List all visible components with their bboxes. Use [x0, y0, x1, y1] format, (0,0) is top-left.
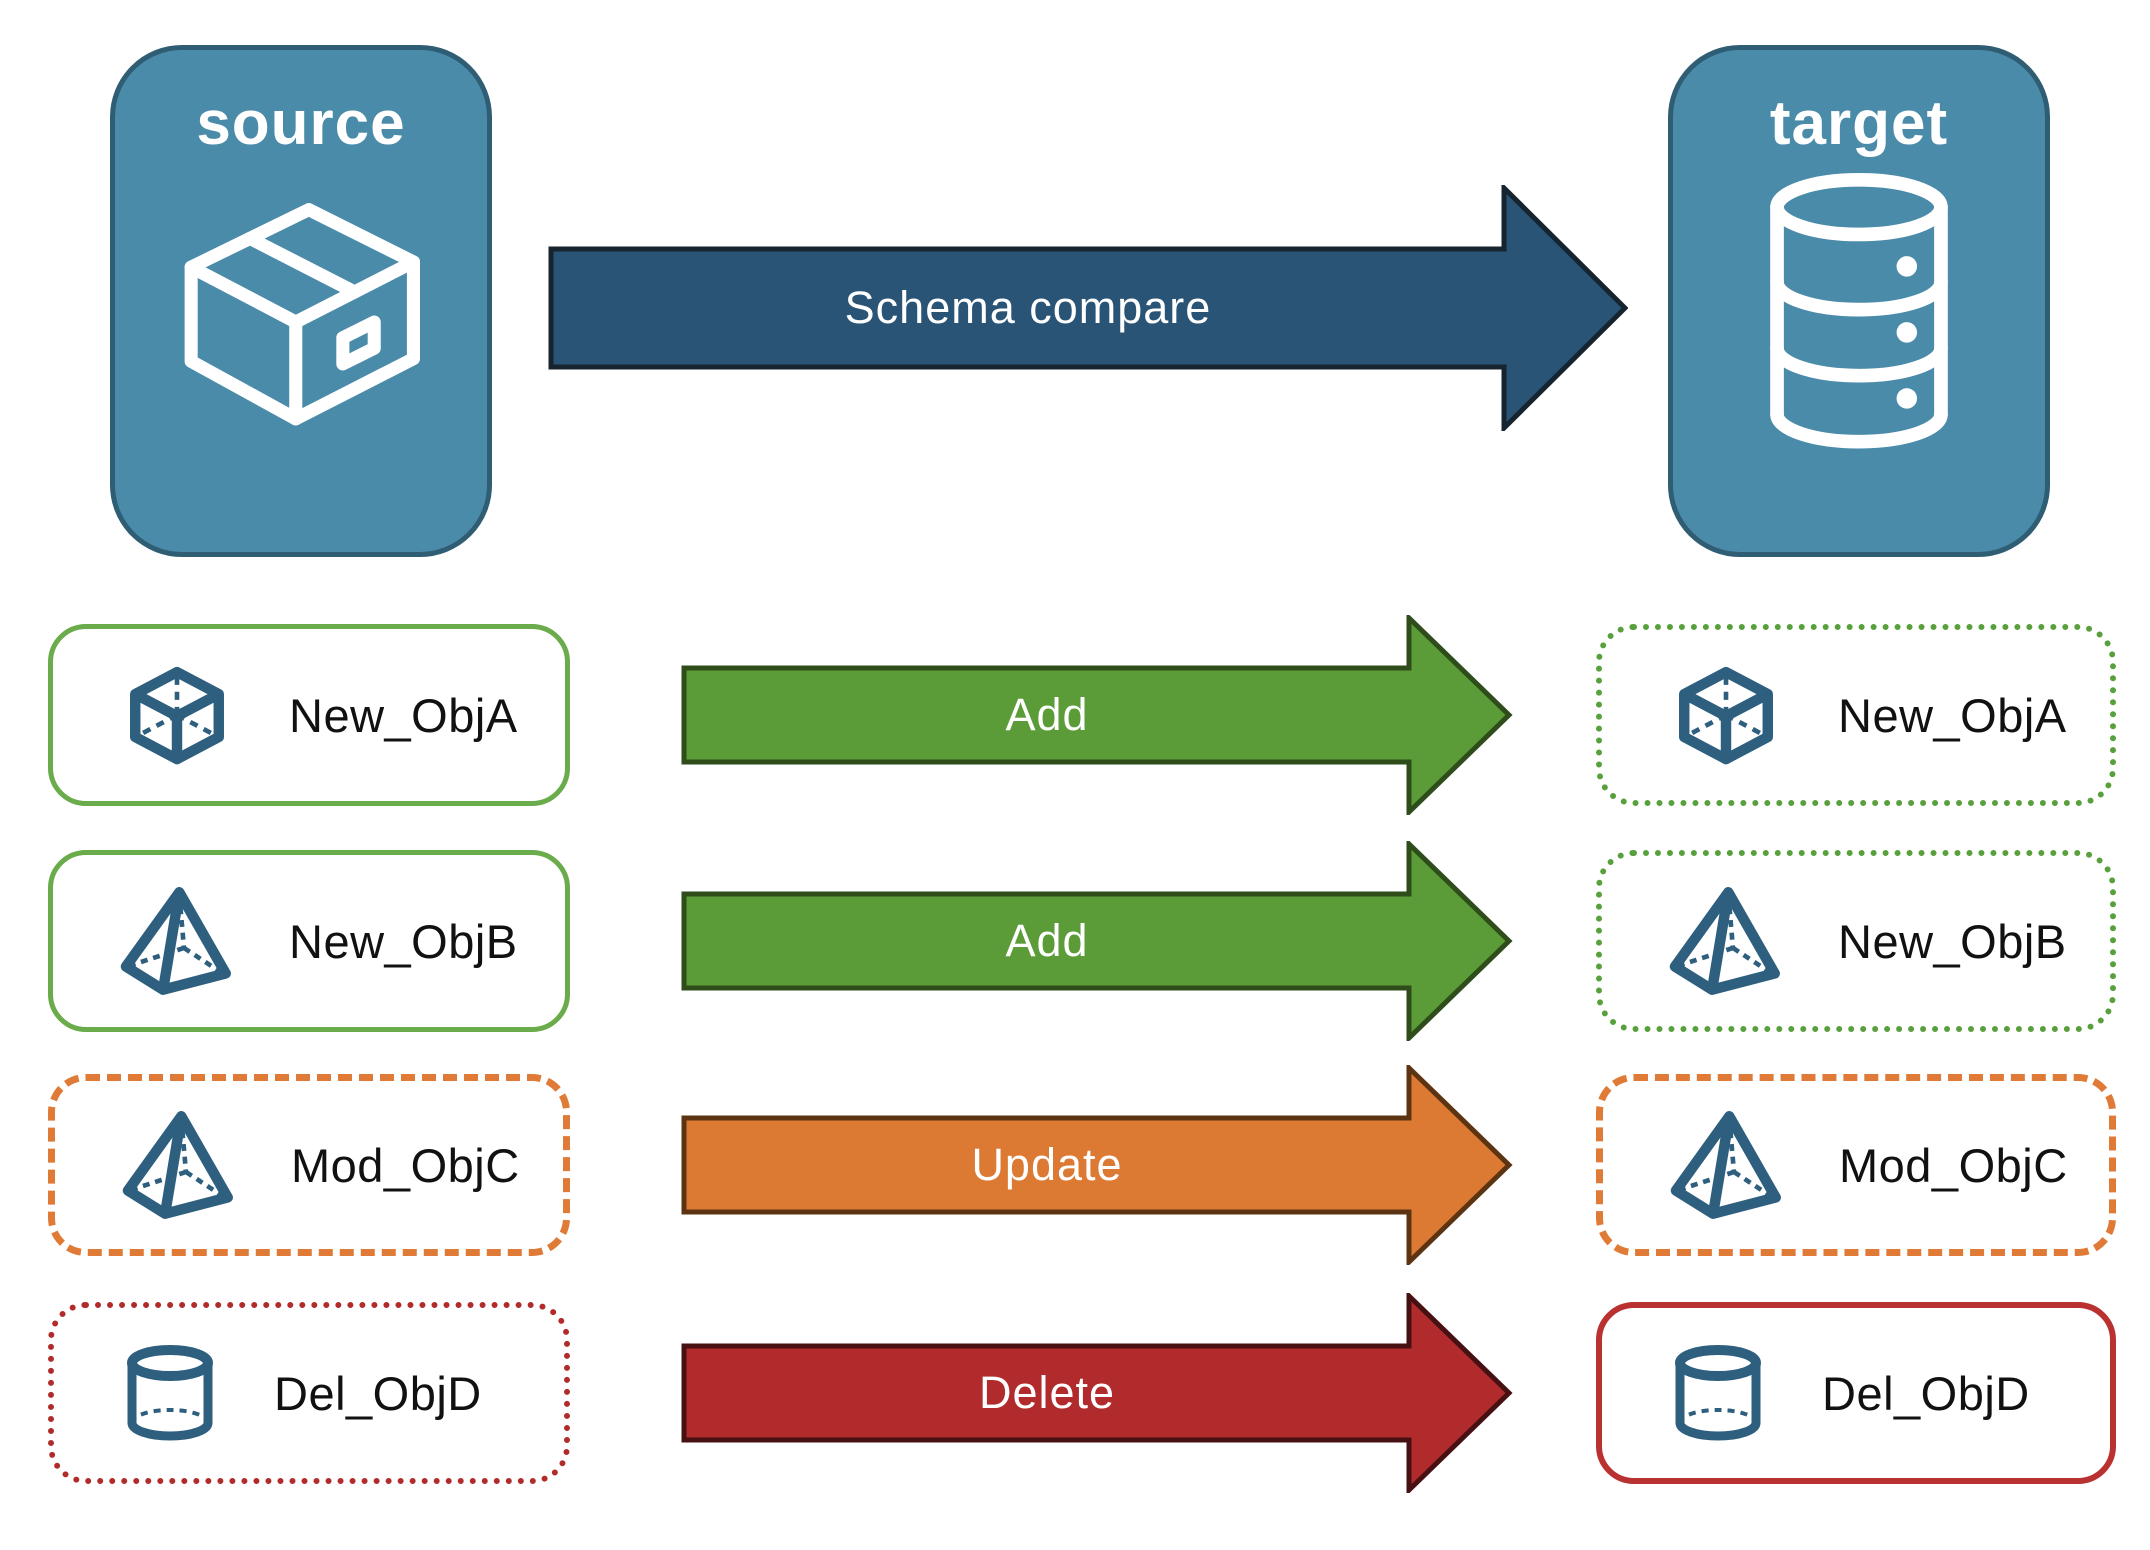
- schema-compare-arrow-shape: [548, 185, 1628, 431]
- pyramid-icon: [122, 1111, 233, 1219]
- package-icon: [184, 203, 420, 426]
- source-node: source: [110, 45, 492, 557]
- pyramid-icon: [1670, 1111, 1781, 1219]
- object-label: New_ObjB: [289, 914, 518, 968]
- object-label: Del_ObjD: [1822, 1366, 2030, 1420]
- add-arrow-row1: Add: [681, 615, 1513, 815]
- schema-compare-label: Schema compare: [844, 282, 1212, 333]
- cube-icon: [130, 666, 224, 765]
- database-icon: [1770, 173, 1948, 449]
- add-arrow-row2: Add: [681, 841, 1513, 1041]
- object-label: New_ObjA: [289, 688, 518, 742]
- delete-arrow-label: Delete: [978, 1367, 1116, 1418]
- update-arrow: Update: [681, 1065, 1513, 1265]
- update-arrow-label: Update: [971, 1139, 1123, 1190]
- target-object-new-obja: New_ObjA: [1596, 624, 2116, 806]
- target-object-del-objd: Del_ObjD: [1596, 1302, 2116, 1484]
- source-object-mod-objc: Mod_ObjC: [48, 1074, 570, 1256]
- target-object-mod-objc: Mod_ObjC: [1596, 1074, 2116, 1256]
- cube-icon: [1679, 666, 1773, 765]
- delete-arrow: Delete: [681, 1293, 1513, 1493]
- object-label: New_ObjA: [1838, 688, 2067, 742]
- pyramid-icon: [120, 887, 231, 995]
- object-label: Mod_ObjC: [291, 1138, 520, 1192]
- source-object-new-obja: New_ObjA: [48, 624, 570, 806]
- object-label: Mod_ObjC: [1839, 1138, 2068, 1192]
- source-object-del-objd: Del_ObjD: [48, 1302, 570, 1484]
- add-arrow-label: Add: [1005, 915, 1089, 966]
- source-object-new-objb: New_ObjB: [48, 850, 570, 1032]
- object-label: New_ObjB: [1838, 914, 2067, 968]
- add-arrow-label: Add: [1005, 689, 1089, 740]
- object-label: Del_ObjD: [274, 1366, 482, 1420]
- cylinder-icon: [127, 1345, 213, 1441]
- pyramid-icon: [1669, 887, 1780, 995]
- target-node-title: target: [1769, 89, 1949, 158]
- cylinder-icon: [1675, 1345, 1761, 1441]
- schema-compare-arrow: Schema compare: [548, 185, 1628, 431]
- target-object-new-objb: New_ObjB: [1596, 850, 2116, 1032]
- source-node-title: source: [196, 89, 406, 158]
- target-node: target: [1668, 45, 2050, 557]
